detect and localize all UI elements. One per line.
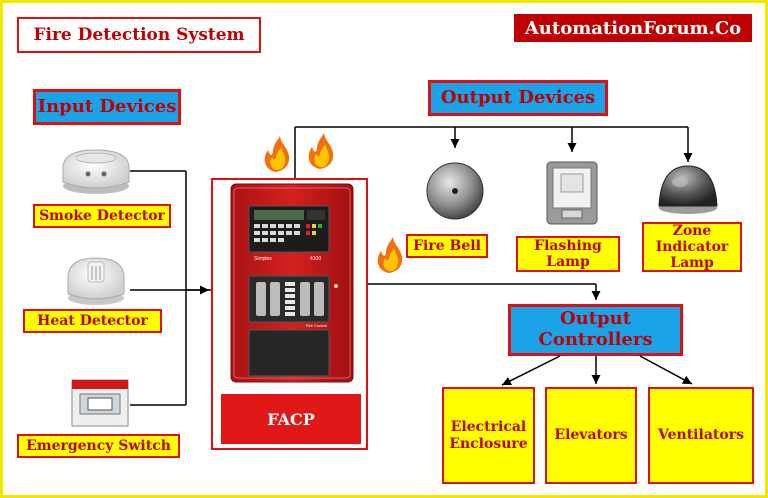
facp-caption-text: Fire Control: [306, 323, 327, 328]
connector-arrow: [639, 355, 693, 385]
flashing-lamp-label: Flashing Lamp: [534, 237, 602, 270]
output-device-label: Fire Bell: [406, 234, 488, 258]
smoke-detector-label: Smoke Detector: [39, 207, 165, 224]
emergency-switch-label: Emergency Switch: [26, 437, 171, 454]
output-device-label: Zone Indicator Lamp: [642, 222, 742, 272]
heat-detector-image: [67, 257, 125, 305]
fire-bell-image: [426, 162, 484, 220]
input-devices-heading: Input Devices: [33, 89, 181, 125]
smoke-detector-image: [62, 149, 130, 194]
zone-indicator-lamp-image: [658, 165, 718, 214]
facp-label: FACP: [267, 409, 315, 429]
input-device-label: Smoke Detector: [33, 204, 171, 228]
controller-box: Elevators: [545, 387, 637, 484]
facp-model-text: 4100: [310, 256, 321, 262]
zone-indicator-lamp-label: Zone Indicator Lamp: [655, 222, 729, 272]
flame-icon: [264, 136, 290, 172]
input-devices-heading-text: Input Devices: [37, 95, 177, 117]
flame-icon: [377, 237, 403, 273]
emergency-switch-image: [71, 379, 129, 427]
output-controllers-heading: Output Controllers: [508, 304, 683, 356]
flashing-lamp-image: [546, 161, 598, 225]
controller-box: Ventilators: [648, 387, 754, 484]
elevators-label: Elevators: [554, 427, 628, 444]
facp-panel-image: [230, 183, 354, 383]
fire-bell-label: Fire Bell: [413, 237, 481, 254]
diagram-title-text: Fire Detection System: [33, 25, 245, 45]
diagram-title: Fire Detection System: [17, 17, 261, 53]
output-device-label: Flashing Lamp: [516, 236, 620, 272]
input-device-label: Emergency Switch: [17, 434, 180, 458]
electrical-enclosure-label: Electrical Enclosure: [449, 418, 528, 452]
brand-text: AutomationForum.Co: [524, 17, 742, 39]
input-device-label: Heat Detector: [23, 309, 162, 333]
output-devices-heading: Output Devices: [428, 80, 608, 116]
input-connectors: [130, 170, 211, 406]
facp-brand-text: Simplex: [254, 256, 272, 262]
flame-icon: [308, 133, 334, 169]
output-connectors: [294, 126, 693, 386]
facp-label-box: FACP: [221, 394, 361, 444]
facp-frame: [211, 178, 368, 450]
controller-box: Electrical Enclosure: [442, 387, 535, 484]
ventilators-label: Ventilators: [658, 427, 744, 444]
output-devices-heading-text: Output Devices: [440, 86, 596, 108]
brand-banner: AutomationForum.Co: [514, 14, 752, 42]
output-controllers-heading-text: Output Controllers: [538, 308, 653, 350]
connector-arrow: [501, 355, 561, 386]
heat-detector-label: Heat Detector: [37, 312, 148, 329]
